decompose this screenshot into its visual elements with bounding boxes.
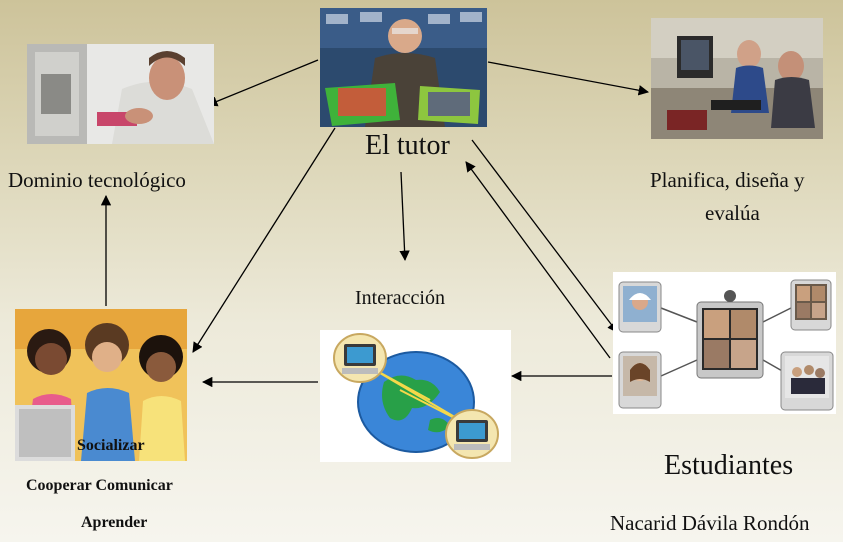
- plan-label-line1: Planifica, diseña y: [650, 168, 805, 192]
- arrow-tutor-to-planner: [487, 61, 650, 96]
- arrow-tutor-to-interaction: [399, 171, 410, 262]
- students-image: [613, 272, 836, 414]
- globe-network-image: [320, 330, 511, 462]
- arrow-tutor-to-technician: [207, 59, 319, 107]
- planner-photo: [651, 18, 823, 139]
- tutor-label: El tutor: [365, 130, 450, 161]
- author-label: Nacarid Dávila Rondón: [610, 511, 810, 535]
- plan-label-line2: evalúa: [705, 201, 760, 225]
- domain-label: Dominio tecnológico: [8, 168, 186, 192]
- students-label: Estudiantes: [664, 450, 794, 481]
- learn-label: Aprender: [81, 514, 148, 531]
- children-photo: [15, 309, 187, 461]
- interaction-label: Interacción: [355, 287, 445, 309]
- cooperate-communicate-label: Cooperar Comunicar: [26, 477, 173, 494]
- technician-photo: [27, 44, 214, 144]
- arrow-tutor-to-children: [192, 127, 336, 353]
- arrow-students-to-tutor: [465, 161, 611, 359]
- arrow-tutor-to-students: [471, 139, 618, 333]
- tutor-photo: [320, 8, 487, 127]
- socialize-label: Socializar: [77, 437, 145, 454]
